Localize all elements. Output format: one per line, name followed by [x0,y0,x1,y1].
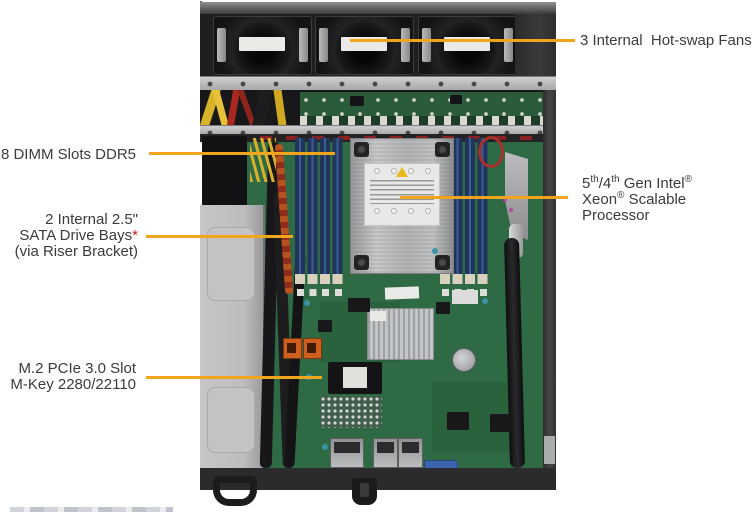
red-asterisk: * [132,227,138,244]
callout-line-cpu [400,196,568,199]
cropped-artifact [10,507,173,512]
power-distribution-board [300,92,543,125]
sata-label-line3: (via Riser Bracket) [14,243,138,260]
lan-port [330,438,364,468]
ic-chip [490,414,512,432]
cpu-heatsink [350,138,454,274]
fan-3 [418,16,517,75]
ic-chip [436,302,450,314]
dimm-latch-row [297,289,343,296]
callout-line-sata [146,235,293,238]
callout-line-fans [350,39,575,42]
label-screw-diagram [369,206,435,217]
heatsink-screw-icon [435,142,450,157]
fan-clip-icon [422,28,431,62]
m2-module [328,362,382,394]
chassis-handle [213,476,257,506]
pdb-component [350,96,364,106]
fan-clip-icon [504,28,513,62]
sata-label-line2: SATA Drive Bays* [19,227,138,244]
led-icon [509,208,513,212]
callout-label-m2: M.2 PCIe 3.0 Slot M-Key 2280/22110 [0,361,136,393]
chassis-latch [352,478,377,505]
callout-label-sata: 2 Internal 2.5" SATA Drive Bays* (via Ri… [0,212,138,260]
chassis-bottom-rail [200,468,556,490]
sata-label-line1: 2 Internal 2.5" [45,211,138,228]
dimm-bank-left [295,138,345,284]
chassis-side-panel [515,14,556,76]
cpu-heatsink-label [364,163,440,226]
ic-chip [447,412,469,430]
m2-label-line2: M-Key 2280/22110 [10,376,136,393]
power-wire-yellow [273,90,287,125]
pdb-component [450,95,462,104]
fan-bay [200,14,556,76]
capacitor-icon [482,298,488,304]
capacitor-icon [432,248,438,254]
chassis-right-bracket [544,436,555,464]
cpu-label-line2: Xeon® Scalable Processor [582,190,687,224]
lan-port [373,438,398,468]
callout-line-dimm [149,152,335,155]
heatsink-screw-icon [435,255,450,270]
cmos-battery [452,348,476,372]
chassis-right-wall [543,90,556,468]
chipset-heatsink [367,308,434,360]
warning-triangle-icon [396,167,408,177]
label-instructions-text [370,180,434,204]
fan-2 [315,16,414,75]
fan-clip-icon [319,28,328,62]
callout-label-cpu: 5th/4th Gen Intel® Xeon® Scalable Proces… [582,174,755,224]
server-chassis-photo [200,1,556,508]
drive-bay-emboss [207,387,255,453]
cable-area [200,90,556,125]
power-wire-black [251,90,274,125]
fan-1 [213,16,312,75]
internal-drive-bay [200,205,265,482]
sata-connector [303,338,322,359]
callout-line-m2 [146,376,322,379]
heatsink-screw-icon [354,255,369,270]
fan-sticker [239,37,285,51]
drive-bay-emboss [207,227,255,301]
callout-label-fans: 3 Internal Hot-swap Fans [580,32,752,49]
heatsink-screw-icon [354,142,369,157]
callout-label-dimm: 8 DIMM Slots DDR5 [0,146,136,163]
drive-bay-bracket [202,136,247,207]
fan-clip-icon [401,28,410,62]
m2-label-line1: M.2 PCIe 3.0 Slot [18,360,136,377]
ic-chip [348,298,370,312]
capacitor-icon [322,444,328,450]
vrm-pad-grid [320,396,382,428]
sata-connector [283,338,302,359]
wire-loop-red [478,136,504,168]
fan-clip-icon [217,28,226,62]
chipset-label [370,311,386,321]
cpu-label-line1: 5th/4th Gen Intel® [582,174,692,192]
cable-yellow-bundle [250,138,276,182]
barcode-sticker [452,290,478,304]
lan-port [398,438,423,468]
capacitor-icon [304,300,310,306]
m2-label [343,367,367,388]
service-sticker [384,286,420,300]
led-icon [503,198,507,202]
fan-clip-icon [299,28,308,62]
ic-chip [318,320,332,332]
